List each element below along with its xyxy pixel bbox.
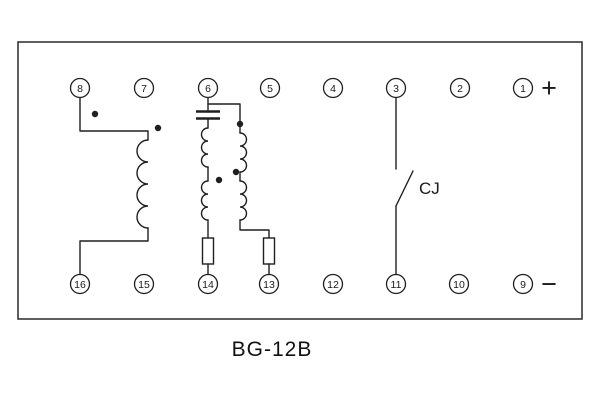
terminal-15: 15	[133, 273, 155, 295]
terminal-3-label: 3	[393, 83, 399, 95]
polarity-plus-sign: +	[541, 73, 557, 103]
terminal-4-label: 4	[330, 83, 336, 95]
terminal-10-label: 10	[453, 279, 465, 291]
polarity-dot	[154, 124, 162, 132]
polarity-dot	[232, 168, 240, 176]
right-winding-lower	[239, 180, 248, 221]
terminal-12-label: 12	[327, 279, 339, 291]
terminal-2: 2	[449, 77, 471, 99]
terminal-9: 9	[512, 273, 534, 295]
left-winding-upper	[200, 127, 209, 168]
terminal-13-circle	[258, 273, 280, 295]
terminal-14-circle	[197, 273, 219, 295]
terminal-14: 14	[197, 273, 219, 295]
wire-terminal8-to-coil	[79, 96, 149, 141]
terminal-16-label: 16	[74, 279, 86, 291]
wire-coil-to-terminal16	[79, 227, 149, 276]
polarity-dot	[91, 110, 99, 118]
terminal-16: 16	[69, 273, 91, 295]
diagram-title: BG-12B	[232, 338, 313, 361]
terminal-15-label: 15	[138, 279, 150, 291]
polarity-dot	[236, 120, 244, 128]
terminal-1: 1	[512, 77, 534, 99]
terminal-8-label: 8	[77, 83, 83, 95]
terminal-7-label: 7	[141, 83, 147, 95]
terminal-7-circle	[133, 77, 155, 99]
terminal-6-label: 6	[205, 83, 211, 95]
contact-label: CJ	[419, 179, 440, 198]
terminal-3-circle	[385, 77, 407, 99]
terminal-12-circle	[322, 273, 344, 295]
terminal-16-circle	[69, 273, 91, 295]
resistor-left	[201, 237, 215, 265]
terminal-12: 12	[322, 273, 344, 295]
terminal-3: 3	[385, 77, 407, 99]
contact-blade	[395, 170, 414, 207]
terminal-2-label: 2	[457, 83, 463, 95]
right-winding-upper	[239, 132, 248, 173]
terminal-5-circle	[259, 77, 281, 99]
terminal-13: 13	[258, 273, 280, 295]
polarity-dot	[215, 176, 223, 184]
diagram-border	[17, 41, 583, 320]
polarity-minus-sign: −	[541, 269, 557, 299]
main-coil	[136, 139, 149, 229]
terminal-10: 10	[448, 273, 470, 295]
terminal-13-label: 13	[263, 279, 275, 291]
terminal-1-circle	[512, 77, 534, 99]
resistor-right	[262, 237, 276, 265]
terminal-6-circle	[197, 77, 219, 99]
terminal-9-circle	[512, 273, 534, 295]
terminal-8-circle	[69, 77, 91, 99]
terminal-11: 11	[385, 273, 407, 295]
terminal-5-label: 5	[267, 83, 273, 95]
terminal-10-circle	[448, 273, 470, 295]
terminal-8: 8	[69, 77, 91, 99]
terminal-11-label: 11	[391, 279, 402, 291]
terminal-15-circle	[133, 273, 155, 295]
terminal-1-label: 1	[520, 83, 526, 95]
terminal-14-label: 14	[202, 279, 214, 291]
terminal-11-circle	[385, 273, 407, 295]
terminal-9-label: 9	[520, 279, 526, 291]
terminal-4: 4	[322, 77, 344, 99]
terminal-2-circle	[449, 77, 471, 99]
terminal-4-circle	[322, 77, 344, 99]
terminal-7: 7	[133, 77, 155, 99]
wire-winding-to-resistor-right	[239, 219, 270, 239]
terminal-6: 6	[197, 77, 219, 99]
terminal-5: 5	[259, 77, 281, 99]
left-winding-lower	[200, 180, 209, 221]
